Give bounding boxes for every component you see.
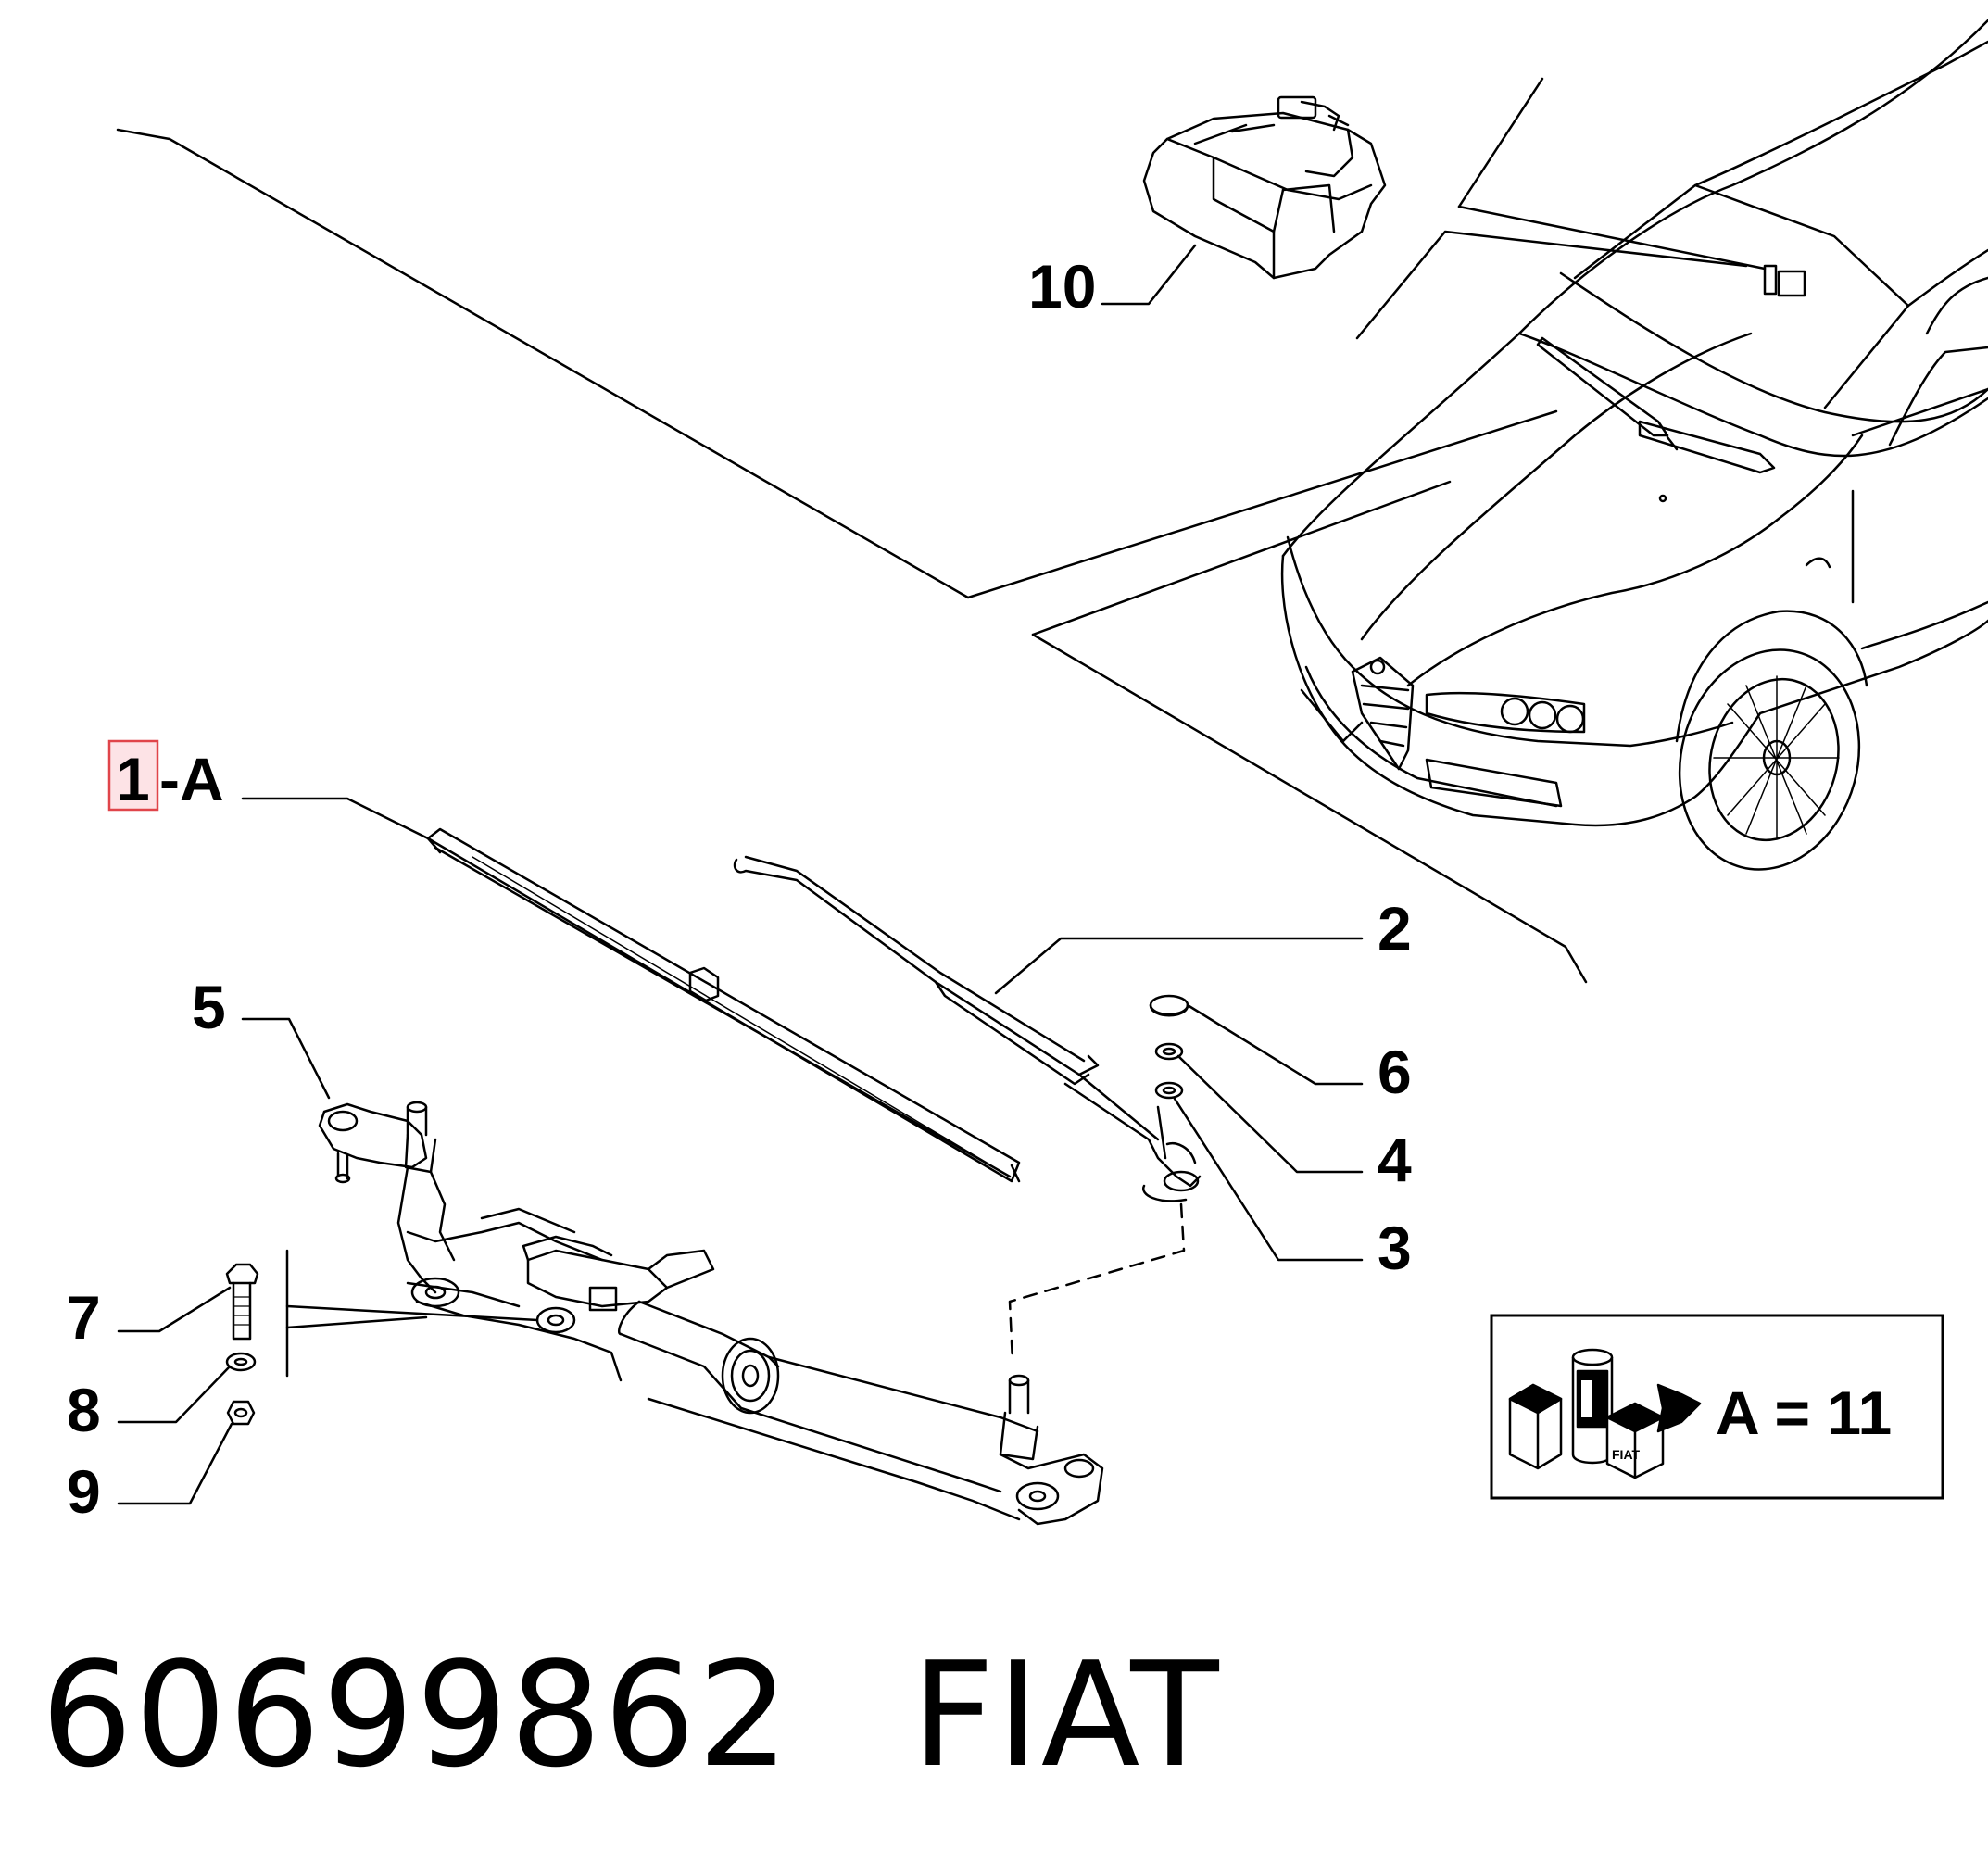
leader-2 [994, 937, 1364, 995]
leader-3 [1173, 1097, 1364, 1262]
callout-8: 8 [67, 1376, 101, 1444]
car-wiper-left-icon [1536, 336, 1669, 437]
leader-10 [1101, 244, 1197, 306]
nut-9-icon [226, 1400, 256, 1426]
bolt-icon [225, 1263, 259, 1341]
frame-line-upper [116, 128, 1558, 599]
leader-1 [241, 797, 430, 840]
callout-9: 9 [67, 1457, 101, 1526]
callout-2: 2 [1378, 894, 1412, 963]
part-footer: 60699862 FIAT [41, 1630, 1221, 1799]
frame-line-sensor-2 [1457, 77, 1544, 208]
kit-icon: FIAT [1508, 1348, 1702, 1479]
frame-line-lower [1031, 480, 1452, 636]
headlight-icon [1425, 691, 1586, 734]
legend-text: A = 11 [1716, 1378, 1892, 1447]
car-wiper-right-icon [1638, 420, 1776, 474]
wheel-icon [1675, 610, 1868, 871]
frame-line-right [1031, 633, 1588, 984]
rain-sensor-module-icon [1142, 95, 1387, 280]
car-sensor-icon [1763, 264, 1778, 296]
leader-6 [1186, 1003, 1364, 1086]
car-body-outline-icon [1280, 554, 1988, 827]
kit-label: FIAT [1612, 1447, 1641, 1462]
leader-5 [241, 1017, 331, 1100]
leader-7 [117, 1286, 232, 1333]
frame-line-sensor-3 [1457, 205, 1767, 271]
car-illustration [1280, 19, 1988, 871]
frame-line-sensor [1355, 230, 1748, 340]
callout-4: 4 [1378, 1126, 1412, 1194]
badge-icon [1369, 659, 1386, 675]
leader-9 [117, 1422, 233, 1505]
wiper-linkage-motor-icon [318, 1101, 1104, 1526]
washer-4-icon [1154, 1042, 1184, 1061]
brand-name: FIAT [912, 1630, 1221, 1799]
callout-1: 1 [116, 745, 150, 813]
callout-1-highlight [107, 739, 159, 812]
wiper-blade-icon [426, 827, 1021, 1183]
part-number: 60699862 [41, 1630, 792, 1799]
wiper-arm-icon [733, 855, 1202, 1202]
callout-7: 7 [67, 1283, 101, 1352]
callout-10: 10 [1028, 252, 1096, 321]
callout-1-suffix: -A [159, 745, 224, 813]
callout-3: 3 [1378, 1214, 1412, 1282]
washer-8-icon [225, 1352, 257, 1372]
leader-8 [117, 1365, 232, 1424]
washer-3-icon [1154, 1081, 1184, 1100]
callout-5: 5 [192, 973, 226, 1041]
kit-legend-box: FIAT A = 11 [1490, 1314, 1944, 1500]
leader-4 [1176, 1054, 1364, 1174]
cap-icon [1149, 994, 1189, 1017]
callout-6: 6 [1378, 1038, 1412, 1106]
alignment-dashed-line [1008, 1202, 1186, 1364]
grille-icon [1351, 656, 1415, 771]
